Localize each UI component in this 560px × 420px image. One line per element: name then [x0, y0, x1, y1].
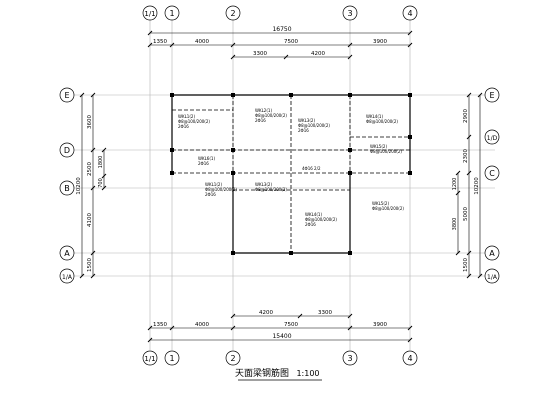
rebar-label: 2Φ16 — [178, 124, 189, 129]
rebar-label: Φ8@100/200(2) — [298, 123, 330, 128]
dim-value: 3900 — [373, 322, 387, 328]
dim-value: 1350 — [153, 39, 167, 45]
rebar-label: Φ8@100/200(2) — [255, 113, 287, 118]
beam-label: WKL3(2) — [298, 118, 315, 123]
axis-bottom: 1/1 1 2 3 4 — [142, 350, 418, 366]
axis-label: 1 — [169, 354, 174, 363]
dim-total: 15400 — [272, 333, 291, 340]
dim-total: 10200 — [474, 177, 480, 195]
beam-annotations: WKL1(2) Φ8@100/200(2) 2Φ16 WKL2(1) Φ8@10… — [178, 108, 404, 227]
axis-label: 1/A — [487, 274, 498, 281]
axis-label: A — [489, 249, 495, 258]
axis-top: 1/1 1 2 3 4 — [142, 5, 418, 21]
drawing-title: 天面梁钢筋图 1:100 — [235, 367, 322, 381]
axis-label: 3 — [347, 9, 352, 18]
title-text: 天面梁钢筋图 — [235, 367, 289, 379]
axis-label: 3 — [347, 354, 352, 363]
rebar-label: Φ8@100/200(2) — [255, 187, 287, 192]
axis-label: D — [64, 146, 70, 155]
beam-label: WKL2(1) — [255, 108, 272, 113]
axis-label: 1/1 — [144, 355, 155, 363]
dim-value: 1200 — [452, 178, 458, 191]
dim-value: 1350 — [153, 322, 167, 328]
beam-label: WKL5(2) — [370, 144, 387, 149]
dim-total: 16750 — [272, 26, 291, 33]
axis-left: E D B A 1/A — [59, 87, 75, 284]
axis-label: 2 — [230, 9, 235, 18]
dim-value: 2300 — [463, 149, 469, 163]
rebar-label: Φ8@100/200(2) — [370, 149, 402, 154]
dim-value: 4200 — [311, 51, 325, 57]
dim-total: 10200 — [76, 177, 82, 195]
rebar-label: Φ8@100/200(2) — [305, 217, 337, 222]
dim-value: 1500 — [463, 258, 469, 272]
beam-label: WKL1(2) — [178, 114, 195, 119]
dim-value: 1500 — [87, 258, 93, 272]
dim-value: 7500 — [284, 322, 298, 328]
rebar-label: Φ8@100/200(2) — [205, 187, 237, 192]
rebar-label: 2Φ16 — [305, 222, 316, 227]
axis-label: 1/A — [62, 274, 73, 281]
rebar-label: Φ8@100/200(2) — [372, 206, 404, 211]
rebar-label: 2Φ16 — [205, 192, 216, 197]
dim-value: 5000 — [463, 207, 469, 221]
beam-label: WKL5(2) — [372, 201, 389, 206]
note-label: 4Φ16 2/2 — [302, 166, 321, 171]
dims-right: 10200 2900 2300 5000 1500 1200 3800 — [452, 92, 483, 279]
dim-value: 3900 — [373, 39, 387, 45]
columns — [170, 93, 412, 255]
axis-label: 2 — [230, 354, 235, 363]
scale-text: 1:100 — [296, 369, 319, 378]
rebar-label: 2Φ16 — [255, 118, 266, 123]
axis-label: 4 — [407, 354, 412, 363]
dim-value: 4200 — [259, 310, 273, 316]
dim-value: 3300 — [253, 51, 267, 57]
dim-value: 2900 — [463, 109, 469, 123]
dims-bottom: 4200 3300 1350 4000 7500 3900 15400 — [147, 310, 413, 343]
dim-value: 7500 — [284, 39, 298, 45]
dim-value: 4100 — [87, 213, 93, 227]
dim-value: 3600 — [87, 115, 93, 129]
dim-value: 4000 — [195, 322, 209, 328]
axis-label: C — [489, 169, 495, 178]
beam-label: WKL3(2) — [255, 182, 272, 187]
axis-label: E — [64, 91, 69, 100]
dim-value: 3300 — [318, 310, 332, 316]
axis-label: E — [489, 91, 494, 100]
beam-label: WKL1(2) — [205, 182, 222, 187]
rebar-label: Φ8@100/200(2) — [366, 119, 398, 124]
axis-label: 1/D — [487, 135, 498, 142]
axis-label: 1 — [169, 9, 174, 18]
dim-value: 2500 — [87, 162, 93, 176]
axis-right: E 1/D C A 1/A — [484, 87, 500, 284]
dim-value: 4000 — [195, 39, 209, 45]
axis-label: 4 — [407, 9, 412, 18]
axis-label: A — [64, 249, 70, 258]
beam-label: WKL6(1) — [198, 156, 215, 161]
beam-label: WKL4(1) — [366, 114, 383, 119]
beam-label: WKL4(1) — [305, 212, 322, 217]
axis-label: 1/1 — [144, 10, 155, 18]
axis-label: B — [64, 184, 70, 193]
rebar-label: Φ8@100/200(2) — [178, 119, 210, 124]
dims-left: 10200 3600 2500 4100 1500 1800 700 — [76, 92, 107, 279]
dim-value: 1800 — [98, 156, 104, 169]
dim-value: 700 — [98, 178, 104, 188]
rebar-label: 2Φ16 — [298, 128, 309, 133]
dims-top: 16750 1350 4000 7500 3900 3300 4200 — [147, 26, 413, 60]
dim-value: 3800 — [452, 218, 458, 231]
rebar-label: 2Φ16 — [198, 161, 209, 166]
